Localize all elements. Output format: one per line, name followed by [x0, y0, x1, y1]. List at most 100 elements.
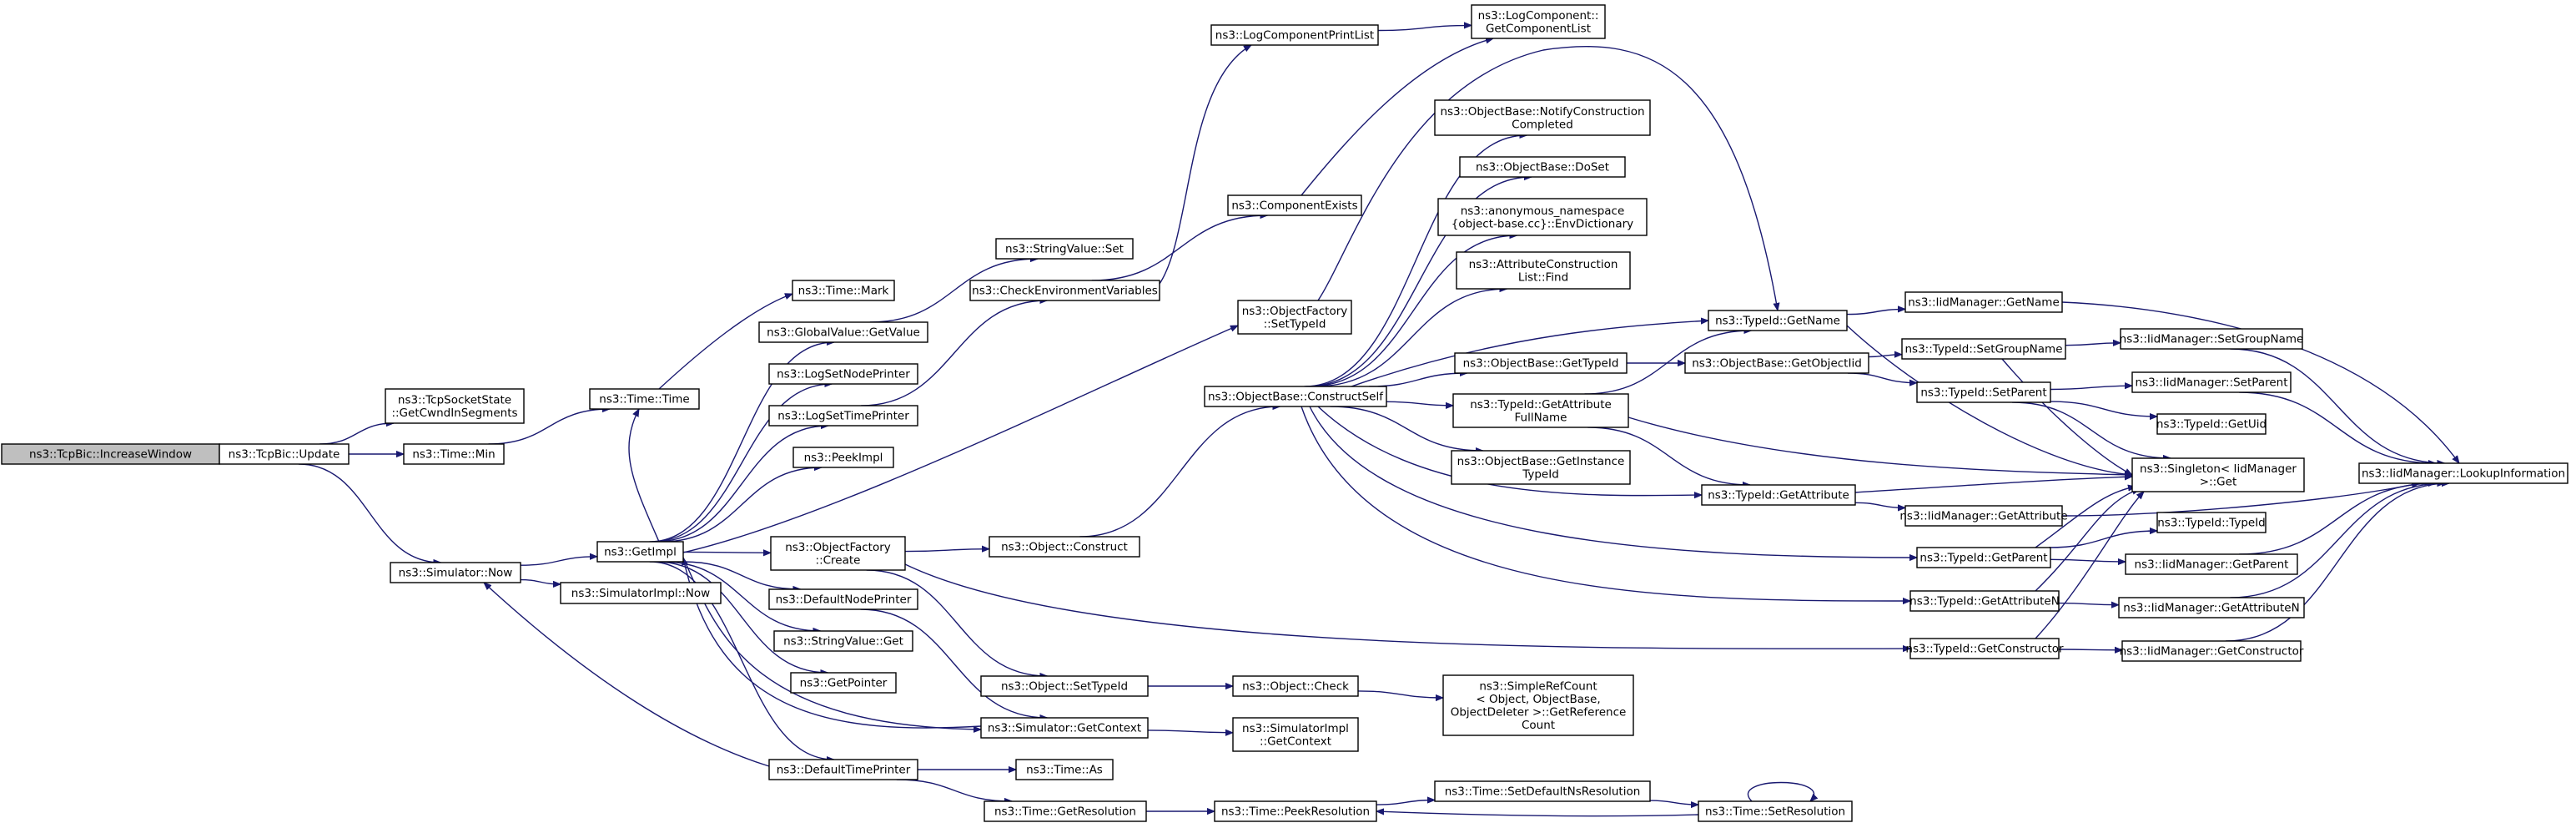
- edge-upd-to-snow: [298, 463, 441, 563]
- node-obnc[interactable]: ns3::ObjectBase::NotifyConstructionCompl…: [1434, 99, 1651, 136]
- node-label: ns3::TypeId::SetGroupName: [1904, 343, 2062, 356]
- node-sigc[interactable]: ns3::SimulatorImpl::GetContext: [1232, 717, 1359, 752]
- node-snow[interactable]: ns3::Simulator::Now: [390, 562, 521, 583]
- node-ce[interactable]: ns3::ComponentExists: [1227, 194, 1362, 216]
- node-box: [980, 717, 1149, 739]
- node-obgti[interactable]: ns3::ObjectBase::GetTypeId: [1454, 352, 1628, 374]
- edge-obcs-to-obgiti: [1330, 406, 1483, 451]
- node-peek[interactable]: ns3::PeekImpl: [792, 447, 894, 468]
- node-tsdnr[interactable]: ns3::Time::SetDefaultNsResolution: [1434, 780, 1651, 802]
- edge-ce-to-lcgcl: [1301, 38, 1493, 196]
- node-simnow[interactable]: ns3::SimulatorImpl::Now: [560, 582, 722, 604]
- node-imgan[interactable]: ns3::IidManager::GetAttributeN: [2118, 597, 2305, 618]
- node-box: [1901, 338, 2066, 360]
- edge-tsgn-to-imsgn: [2065, 343, 2121, 346]
- node-inc[interactable]: ns3::TcpBic::IncreaseWindow: [1, 443, 220, 465]
- node-cwnd[interactable]: ns3::TcpSocketState::GetCwndInSegments: [385, 388, 525, 424]
- edge-imgp-to-imli: [2239, 483, 2436, 555]
- node-ofst[interactable]: ns3::ObjectFactory::SetTypeId: [1237, 300, 1352, 335]
- node-imli[interactable]: ns3::IidManager::LookupInformation: [2358, 462, 2568, 484]
- node-srcgr[interactable]: ns3::SimpleRefCount< Object, ObjectBase,…: [1442, 674, 1634, 736]
- node-box: [1904, 505, 2063, 527]
- node-imsp[interactable]: ns3::IidManager::SetParent: [2131, 371, 2292, 393]
- edge-sgc-to-sigc: [1147, 730, 1233, 733]
- node-label: ns3::Simulator::Now: [399, 567, 513, 580]
- node-tmark[interactable]: ns3::Time::Mark: [792, 280, 895, 301]
- edge-tmin-to-ttime: [488, 409, 611, 445]
- node-label: ns3::SimpleRefCount: [1479, 679, 1597, 693]
- node-sgc[interactable]: ns3::Simulator::GetContext: [980, 717, 1149, 739]
- node-box: [1232, 675, 1359, 697]
- edge-ttime-to-tmark: [658, 294, 792, 390]
- node-objst[interactable]: ns3::Object::SetTypeId: [980, 675, 1149, 697]
- node-imgp[interactable]: ns3::IidManager::GetParent: [2125, 553, 2298, 575]
- node-ttime[interactable]: ns3::Time::Time: [589, 388, 700, 410]
- node-obdoset[interactable]: ns3::ObjectBase::DoSet: [1459, 156, 1626, 178]
- node-gvget[interactable]: ns3::GlobalValue::GetValue: [758, 321, 928, 343]
- node-label: ns3::ObjectBase::GetTypeId: [1463, 357, 1619, 371]
- node-tga[interactable]: ns3::TypeId::GetAttribute: [1701, 484, 1856, 506]
- node-label: ns3::Time::SetDefaultNsResolution: [1445, 785, 1641, 799]
- node-lstp[interactable]: ns3::LogSetTimePrinter: [768, 405, 918, 427]
- edge-imsgn-to-imli: [2230, 348, 2445, 463]
- node-svset[interactable]: ns3::StringValue::Set: [995, 238, 1134, 260]
- node-imgc[interactable]: ns3::IidManager::GetConstructor: [2120, 640, 2304, 662]
- edge-imgc-to-imli: [2225, 483, 2449, 642]
- node-tsgn[interactable]: ns3::TypeId::SetGroupName: [1901, 338, 2066, 360]
- node-tgc[interactable]: ns3::TypeId::GetConstructor: [1905, 638, 2064, 659]
- node-tgr[interactable]: ns3::Time::GetResolution: [984, 800, 1147, 822]
- edge-getimpl-to-gvget: [649, 342, 834, 543]
- node-box: [984, 800, 1147, 822]
- node-label: ns3::TypeId::GetAttributeN: [1909, 595, 2060, 608]
- node-imsgn[interactable]: ns3::IidManager::SetGroupName: [2120, 328, 2304, 350]
- node-sing[interactable]: ns3::Singleton< IidManager>::Get: [2131, 457, 2305, 492]
- node-dnp[interactable]: ns3::DefaultNodePrinter: [768, 588, 918, 610]
- node-tsp[interactable]: ns3::TypeId::SetParent: [1916, 381, 2051, 403]
- node-tpr[interactable]: ns3::Time::PeekResolution: [1214, 800, 1377, 822]
- node-imga[interactable]: ns3::IidManager::GetAttribute: [1899, 505, 2068, 527]
- node-tas[interactable]: ns3::Time::As: [1015, 759, 1114, 780]
- node-box: [2118, 597, 2305, 618]
- node-svget[interactable]: ns3::StringValue::Get: [773, 630, 913, 652]
- edge-obgoi-to-tsgn: [1868, 355, 1902, 357]
- node-upd[interactable]: ns3::TcpBic::Update: [219, 443, 350, 465]
- edge-cev-to-ce: [1091, 215, 1268, 281]
- node-tgu[interactable]: ns3::TypeId::GetUid: [2156, 413, 2267, 435]
- node-lsnp[interactable]: ns3::LogSetNodePrinter: [768, 363, 918, 385]
- node-tgn[interactable]: ns3::TypeId::GetName: [1708, 310, 1848, 331]
- node-tmin[interactable]: ns3::Time::Min: [403, 443, 505, 465]
- node-imgn[interactable]: ns3::IidManager::GetName: [1904, 291, 2063, 313]
- node-objchk[interactable]: ns3::Object::Check: [1232, 675, 1359, 697]
- edge-tsp-to-tgu: [2050, 401, 2157, 417]
- node-getptr[interactable]: ns3::GetPointer: [790, 672, 897, 694]
- node-tgan[interactable]: ns3::TypeId::GetAttributeN: [1909, 590, 2060, 612]
- node-ofc[interactable]: ns3::ObjectFactory::Create: [770, 536, 906, 571]
- node-label: ns3::Time::GetResolution: [994, 805, 1136, 819]
- node-lcgcl[interactable]: ns3::LogComponent::GetComponentList: [1471, 4, 1606, 39]
- node-getimpl[interactable]: ns3::GetImpl: [596, 541, 684, 563]
- node-label: ns3::TypeId::TypeId: [2157, 517, 2266, 530]
- node-cev[interactable]: ns3::CheckEnvironmentVariables: [969, 280, 1160, 301]
- node-objc[interactable]: ns3::Object::Construct: [989, 536, 1140, 558]
- node-box: [1437, 198, 1648, 236]
- node-label: ns3::Object::SetTypeId: [1001, 680, 1128, 694]
- node-tsr[interactable]: ns3::Time::SetResolution: [1698, 800, 1853, 822]
- edge-upd-to-cwnd: [319, 423, 394, 445]
- edge-obcs-to-obnc: [1304, 135, 1527, 387]
- edge-getimpl-to-lstp: [655, 426, 828, 543]
- node-label: ns3::IidManager::GetAttribute: [1899, 510, 2067, 523]
- edge-tgc-to-imgc: [2058, 649, 2122, 650]
- node-ttid[interactable]: ns3::TypeId::TypeId: [2156, 512, 2267, 533]
- node-label: ns3::GetPointer: [800, 677, 888, 690]
- edge-tgn-to-imgn: [1846, 309, 1905, 316]
- node-obcs[interactable]: ns3::ObjectBase::ConstructSelf: [1204, 386, 1387, 407]
- node-dtp[interactable]: ns3::DefaultTimePrinter: [768, 759, 918, 780]
- node-tgp[interactable]: ns3::TypeId::GetParent: [1916, 547, 2051, 568]
- node-label: ns3::ObjectBase::NotifyConstruction: [1440, 105, 1644, 119]
- node-obgoi[interactable]: ns3::ObjectBase::GetObjectIid: [1684, 352, 1869, 374]
- node-anon[interactable]: ns3::anonymous_namespace{object-base.cc}…: [1437, 198, 1648, 236]
- node-lcpl[interactable]: ns3::LogComponentPrintList: [1210, 24, 1379, 46]
